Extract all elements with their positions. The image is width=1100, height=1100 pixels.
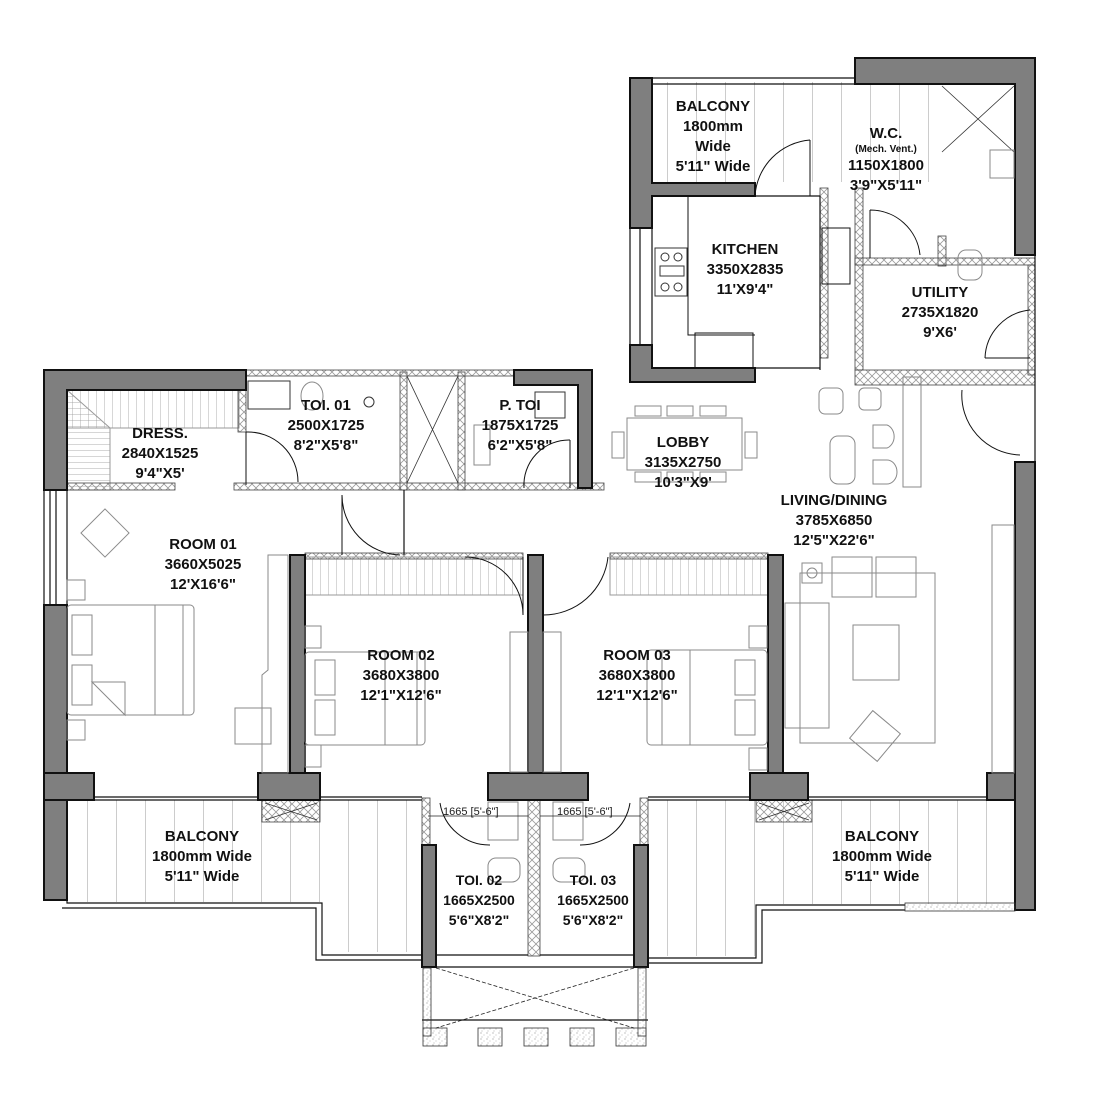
- room-dim-mm: 3680X3800: [598, 667, 676, 684]
- room-width-ft: 5'11" Wide: [675, 158, 751, 175]
- room-dim-mm: 1150X1800: [848, 157, 924, 174]
- room-label-p-toi: P. TOI 1875X1725 6'2"X5'8": [482, 396, 559, 456]
- room-name: KITCHEN: [711, 241, 779, 258]
- room-label-lobby: LOBBY 3135X2750 10'3"X9': [645, 433, 722, 493]
- dimension-toi03-width: 1665 [5'-6"]: [557, 806, 613, 818]
- room-dim-mm: 2735X1820: [901, 304, 979, 321]
- room-dim-mm: 3785X6850: [795, 512, 873, 529]
- room-dim-ft: 11'X9'4": [716, 281, 774, 298]
- room-label-room02: ROOM 02 3680X3800 12'1"X12'6": [360, 646, 441, 706]
- room-name: LOBBY: [656, 434, 710, 451]
- room-name: P. TOI: [499, 397, 541, 414]
- room-name: UTILITY: [911, 284, 969, 301]
- balcony-left-floor: [67, 800, 422, 952]
- room-name: DRESS.: [132, 425, 188, 442]
- room-dim-ft: 9'X6': [923, 324, 957, 341]
- room-name: ROOM 03: [603, 647, 671, 664]
- room-dim-ft: 9'4"X5': [135, 465, 185, 482]
- room-width-mm: 1800mm: [682, 118, 744, 135]
- room-dim-ft: 6'2"X5'8": [487, 437, 553, 454]
- room-dim-ft: 8'2"X5'8": [293, 437, 359, 454]
- room-dim-ft: 12'5"X22'6": [793, 532, 875, 549]
- room-label-balcony-top: BALCONY 1800mm Wide 5'11" Wide: [676, 97, 751, 177]
- room-name: TOI. 01: [301, 397, 351, 414]
- room-dim-mm: 3680X3800: [362, 667, 440, 684]
- room-label-room01: ROOM 01 3660X5025 12'X16'6": [165, 535, 242, 595]
- room-name: BALCONY: [675, 98, 751, 115]
- room-label-kitchen: KITCHEN 3350X2835 11'X9'4": [707, 240, 784, 300]
- room-label-balcony-left: BALCONY 1800mm Wide 5'11" Wide: [152, 827, 252, 887]
- room-dim-mm: 1665X2500: [443, 892, 515, 908]
- dimension-toi02-width: 1665 [5'-6"]: [443, 806, 499, 818]
- room-width-ft: 5'11" Wide: [164, 868, 240, 885]
- room-note: (Mech. Vent.): [855, 144, 917, 155]
- room-dim-ft: 5'6"X8'2": [448, 912, 510, 928]
- room-label-balcony-right: BALCONY 1800mm Wide 5'11" Wide: [832, 827, 932, 887]
- room-name: TOI. 02: [455, 872, 503, 888]
- room-label-wc: W.C. (Mech. Vent.) 1150X1800 3'9"X5'11": [848, 124, 924, 196]
- room-name: W.C.: [869, 125, 903, 142]
- room-dim-mm: 3350X2835: [706, 261, 784, 278]
- room-label-room03: ROOM 03 3680X3800 12'1"X12'6": [596, 646, 677, 706]
- room-dim-mm: 1665X2500: [557, 892, 629, 908]
- room-name: ROOM 02: [367, 647, 435, 664]
- room-width-label: Wide: [695, 138, 731, 155]
- room-width-mm: 1800mm Wide: [152, 848, 252, 865]
- room-label-dress: DRESS. 2840X1525 9'4"X5': [122, 424, 199, 484]
- room-dim-ft: 5'6"X8'2": [562, 912, 624, 928]
- balcony-right-floor: [652, 800, 1018, 956]
- room-dim-ft: 12'1"X12'6": [596, 687, 678, 704]
- room-dim-ft: 12'1"X12'6": [360, 687, 442, 704]
- room-name: ROOM 01: [169, 536, 237, 553]
- structural-walls: [43, 57, 1036, 968]
- room-name: LIVING/DINING: [780, 492, 888, 509]
- room-name: BALCONY: [844, 828, 920, 845]
- room-label-toi03: TOI. 03 1665X2500 5'6"X8'2": [557, 870, 629, 930]
- room-dim-mm: 1875X1725: [481, 417, 559, 434]
- room-width-mm: 1800mm Wide: [832, 848, 932, 865]
- room-dim-mm: 3660X5025: [164, 556, 242, 573]
- room-width-ft: 5'11" Wide: [844, 868, 920, 885]
- room-label-living-dining: LIVING/DINING 3785X6850 12'5"X22'6": [781, 491, 888, 551]
- room-label-utility: UTILITY 2735X1820 9'X6': [902, 283, 979, 343]
- room-name: BALCONY: [164, 828, 240, 845]
- balcony-top-floor: [652, 82, 938, 182]
- room-dim-mm: 2840X1525: [121, 445, 199, 462]
- room-dim-mm: 2500X1725: [287, 417, 365, 434]
- doors: [245, 139, 1031, 846]
- room-label-toi02: TOI. 02 1665X2500 5'6"X8'2": [443, 870, 515, 930]
- room-dim-ft: 3'9"X5'11": [849, 177, 923, 194]
- furniture: [66, 149, 1015, 883]
- room-label-toi01: TOI. 01 2500X1725 8'2"X5'8": [288, 396, 365, 456]
- room-name: TOI. 03: [569, 872, 617, 888]
- room-dim-mm: 3135X2750: [644, 454, 722, 471]
- room-dim-ft: 12'X16'6": [170, 576, 236, 593]
- room-dim-ft: 10'3"X9': [654, 474, 712, 491]
